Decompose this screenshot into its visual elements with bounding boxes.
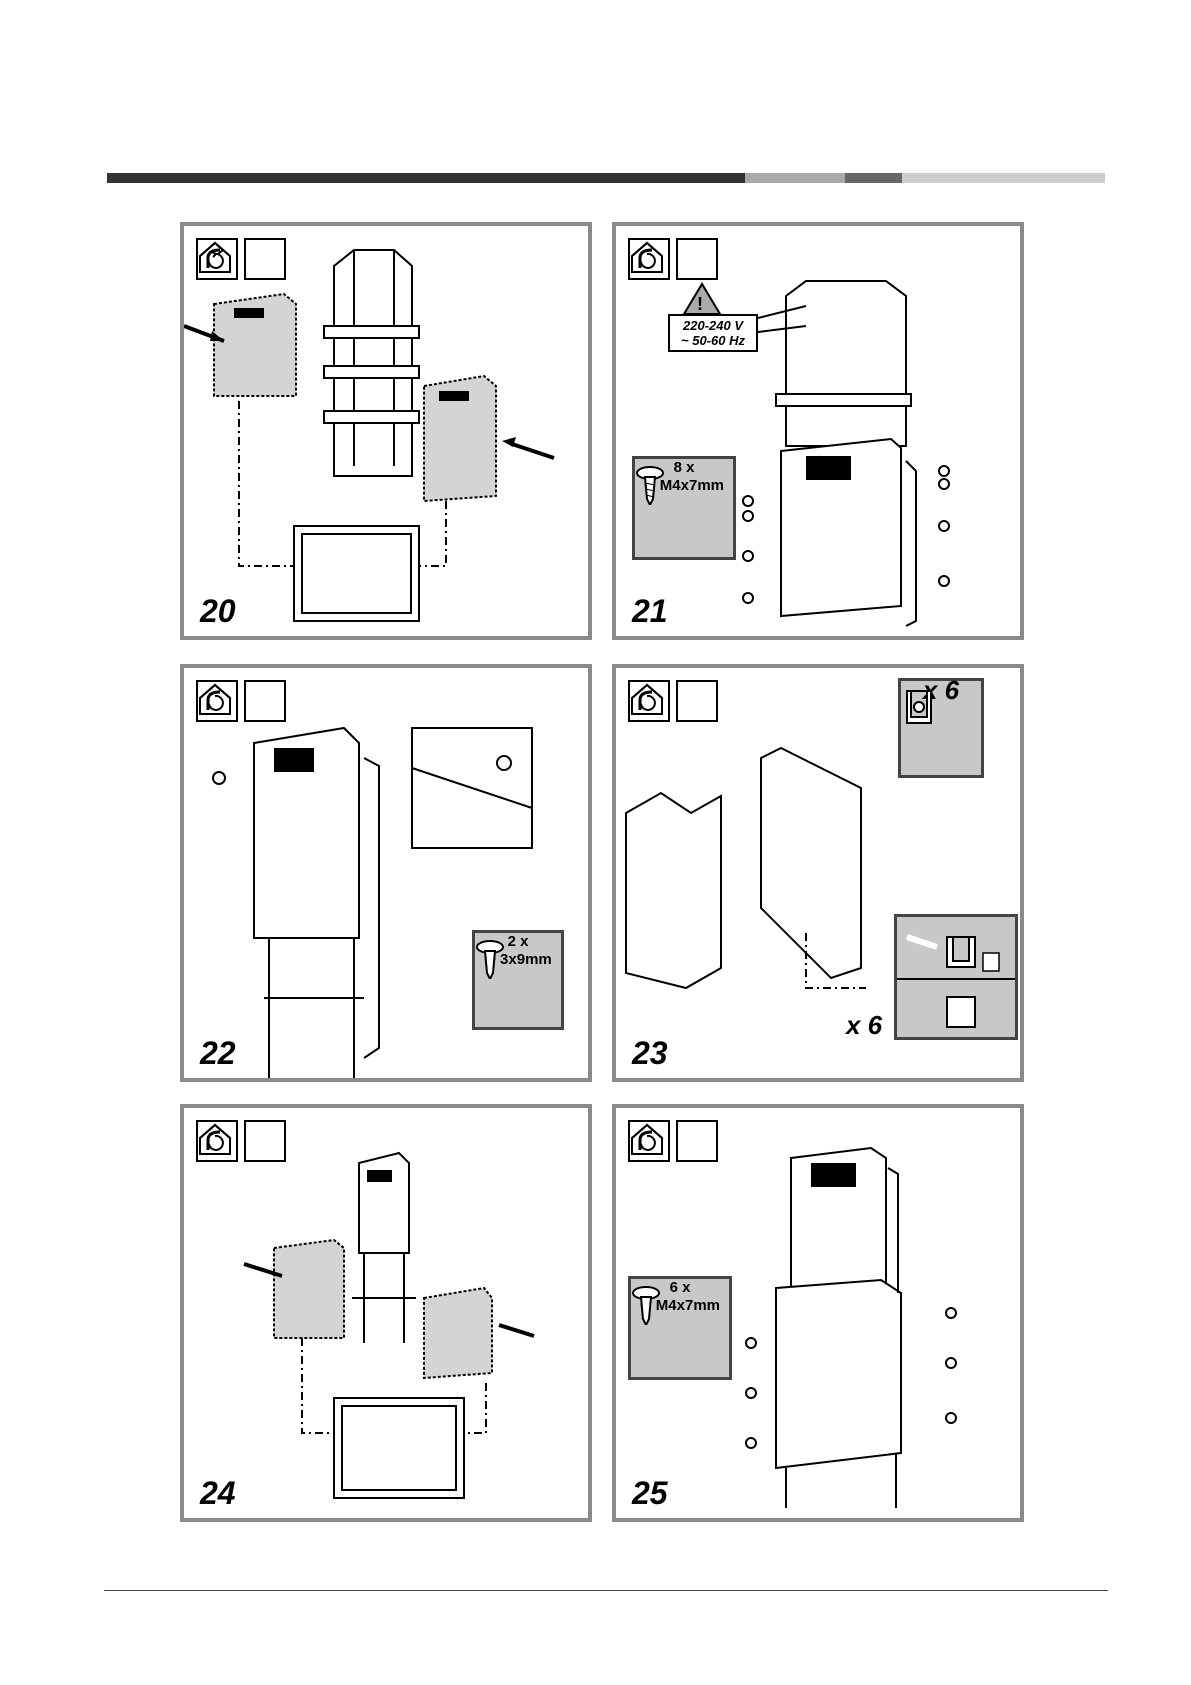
panel-step-22: 2 x Ø 3x9mm 22	[180, 664, 592, 1082]
lower-cover-assembly-drawing	[184, 1108, 588, 1518]
step-number: 25	[632, 1475, 668, 1512]
svg-text:!: !	[697, 294, 703, 314]
screw-kit-box: 6 x Ø M4x7mm	[628, 1276, 732, 1380]
screw-icon	[475, 939, 505, 979]
chimney-cover-assembly-drawing	[184, 226, 588, 636]
step-number: 21	[632, 593, 668, 630]
header-bar-segment-pale	[902, 173, 1105, 183]
header-bar-segment-mid	[845, 173, 902, 183]
panel-step-24: 24	[180, 1104, 592, 1522]
clip-kit-box: x 6	[898, 678, 984, 778]
step-number: 24	[200, 1475, 236, 1512]
step-number: 23	[632, 1035, 668, 1072]
panel-step-25: 6 x Ø M4x7mm 25	[612, 1104, 1024, 1522]
header-bar-segment-light	[745, 173, 845, 183]
screw-kit-box: 2 x Ø 3x9mm	[472, 930, 564, 1030]
clip-insertion-detail-box	[894, 914, 1018, 1040]
voltage-text: 220-240 V	[683, 318, 743, 333]
screw-kit-box: 8 x Ø M4x7mm	[632, 456, 736, 560]
frequency-text: ~ 50-60 Hz	[681, 333, 745, 348]
screw-icon	[631, 1285, 661, 1325]
panel-step-23: x 6 x 6 23	[612, 664, 1024, 1082]
footer-divider	[104, 1590, 1108, 1591]
screw-icon	[635, 465, 665, 505]
step-number: 22	[200, 1035, 236, 1072]
voltage-warning-label: 220-240 V ~ 50-60 Hz	[668, 314, 758, 352]
panel-step-20: 20	[180, 222, 592, 640]
clip-insertion-detail-drawing	[897, 917, 1015, 1037]
clip-count-label: x 6	[846, 1010, 882, 1041]
panel-step-21: ! 220-240 V ~ 50-60 Hz 8 x Ø M4x7mm 21	[612, 222, 1024, 640]
header-bar	[107, 173, 1105, 183]
spring-clip-icon	[901, 687, 937, 727]
chimney-screw-fixing-drawing: !	[616, 226, 1020, 636]
header-bar-segment-dark	[107, 173, 745, 183]
step-number: 20	[200, 593, 236, 630]
